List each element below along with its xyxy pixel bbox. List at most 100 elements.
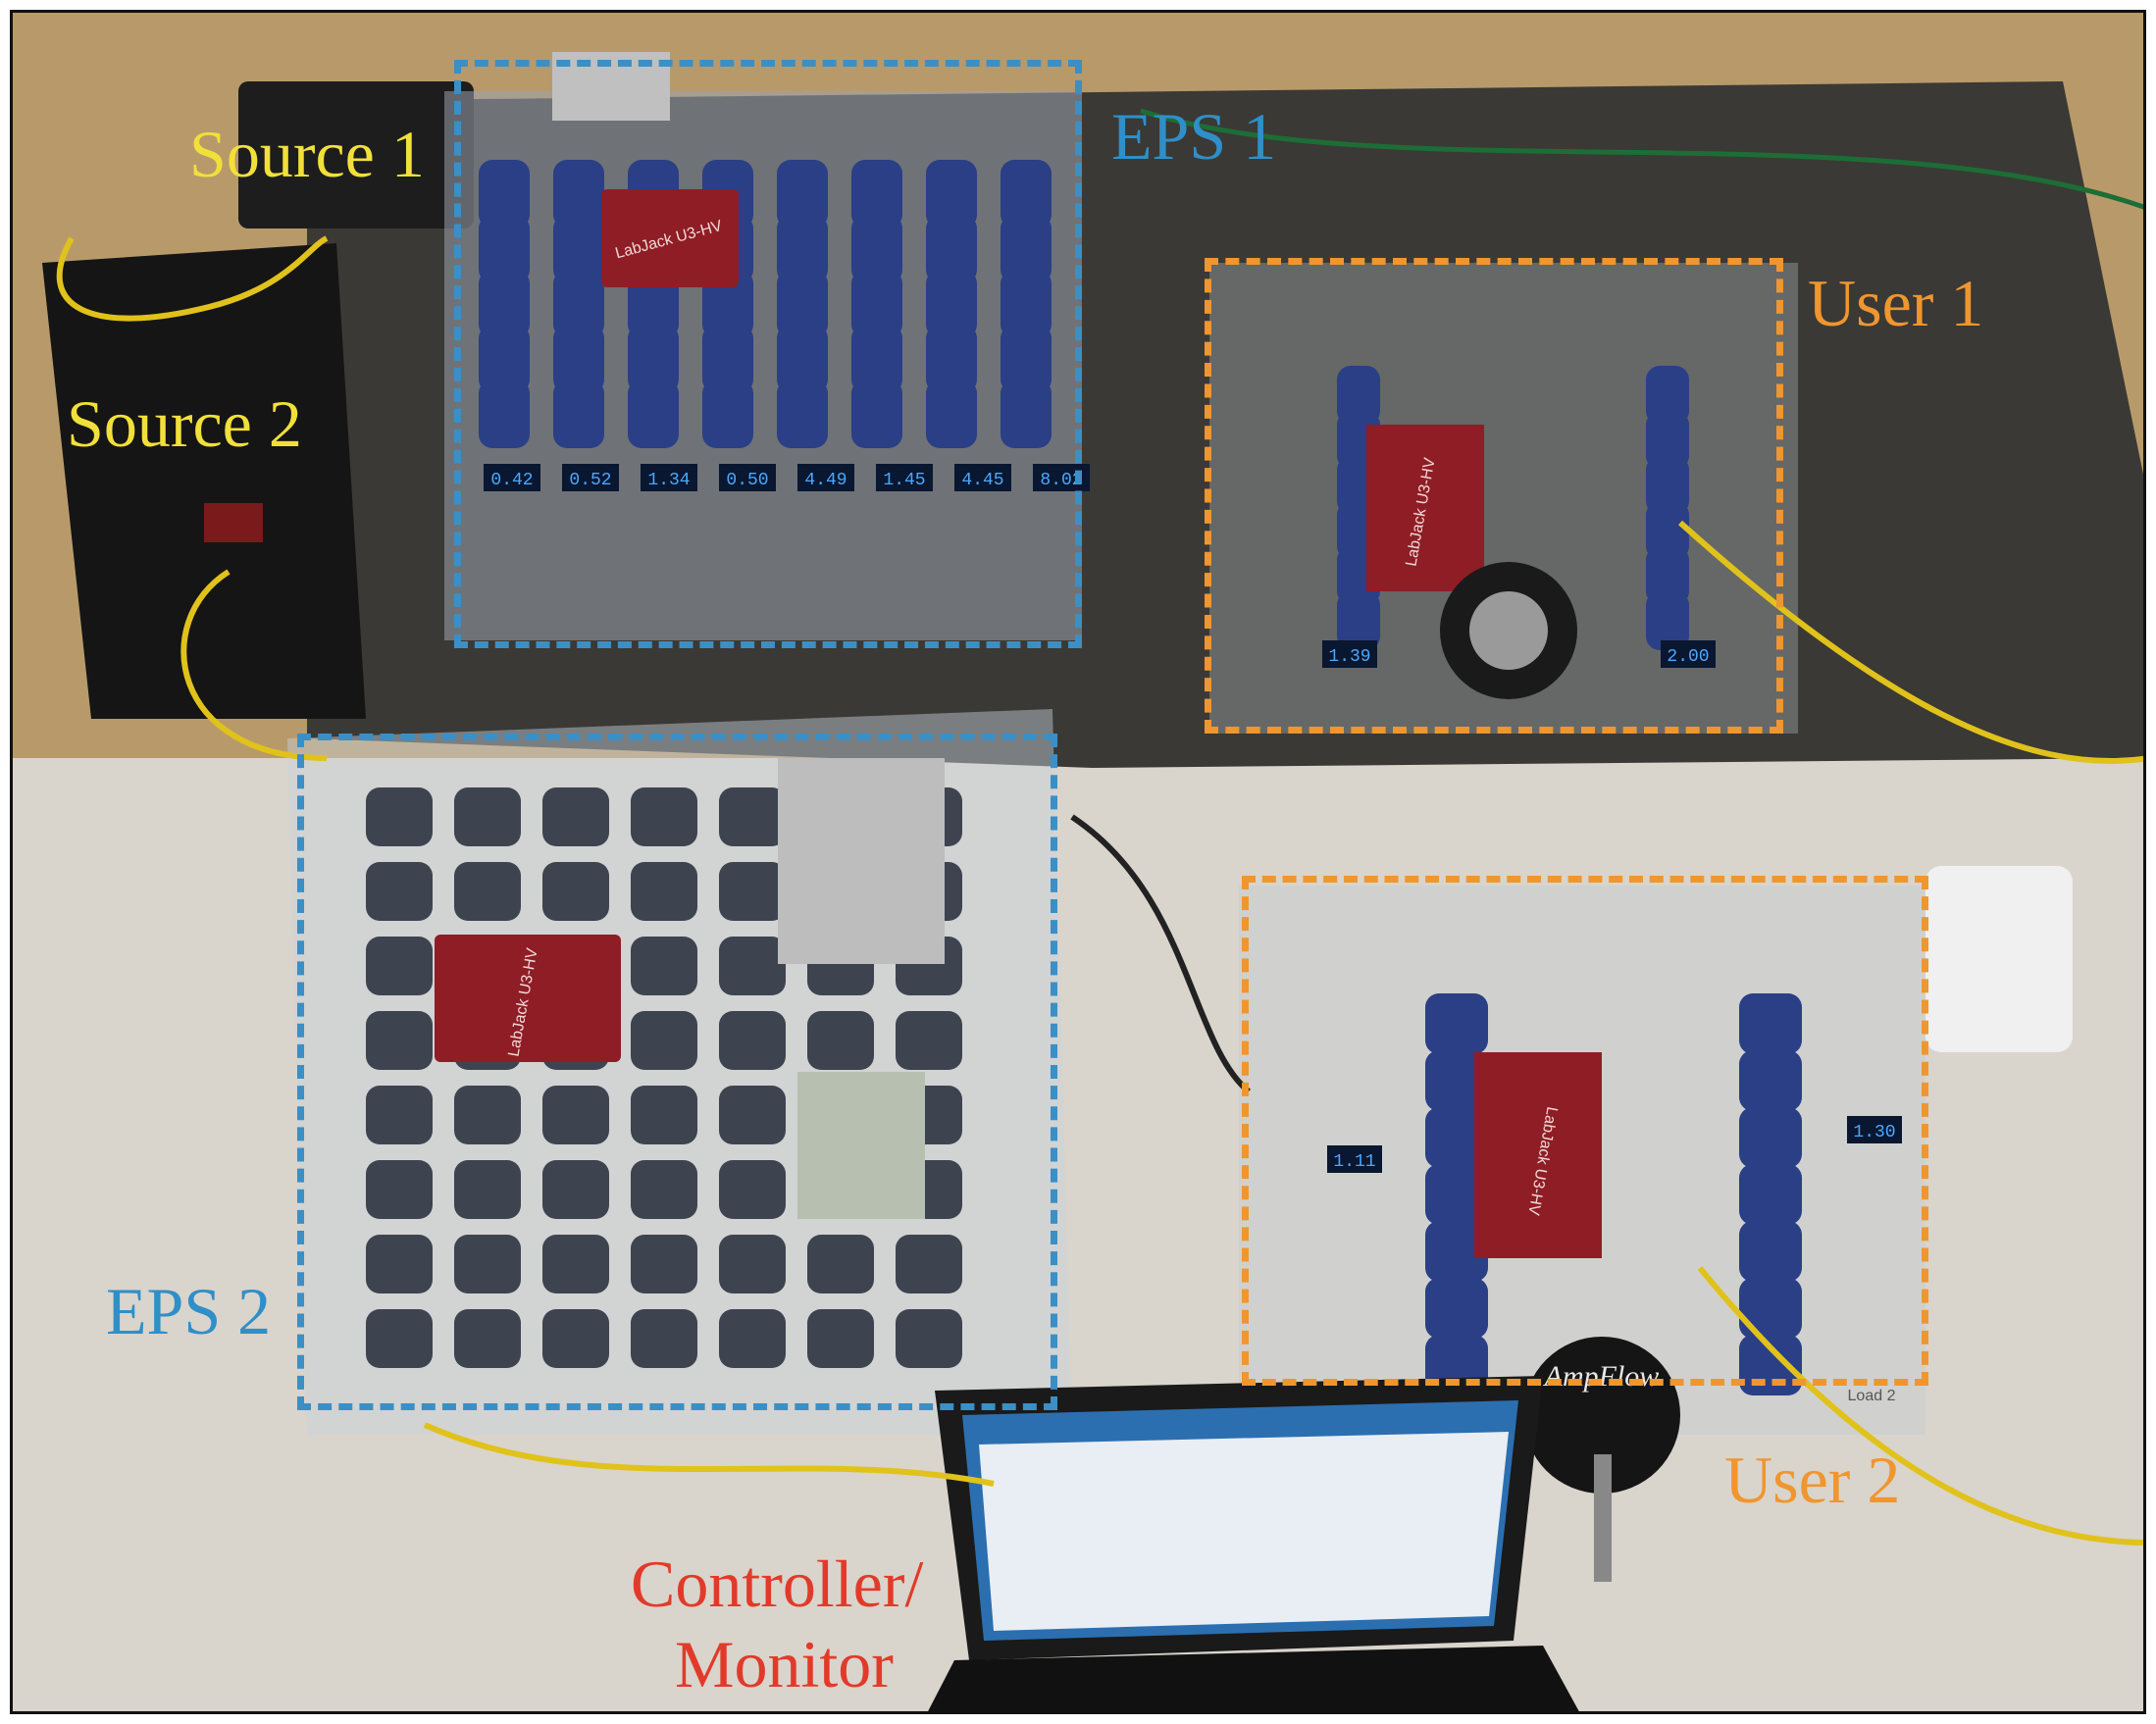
yellow-wire — [56, 235, 329, 322]
controller-label-line2: Monitor — [675, 1627, 894, 1701]
capacitor-icon — [896, 1011, 962, 1070]
eps2-power-supply-icon — [778, 758, 945, 964]
capacitor-icon — [553, 270, 604, 338]
user2-daq-icon — [1474, 1052, 1602, 1258]
eps1-readout: 8.02 — [1040, 471, 1082, 490]
capacitor-icon — [479, 270, 530, 338]
capacitor-icon — [479, 160, 530, 228]
capacitor-icon — [628, 325, 679, 393]
capacitor-icon — [631, 1309, 697, 1368]
laptop-keyboard — [928, 1646, 1579, 1711]
capacitor-icon — [366, 1086, 433, 1144]
eps1-daq-icon — [601, 189, 739, 287]
user2-highlight-box — [1242, 876, 1928, 1386]
user-1-label: User 1 — [1808, 266, 1984, 340]
eps1-display-bezel — [954, 464, 1011, 491]
user2-capacitor-bank — [1425, 993, 1802, 1395]
capacitor-icon — [719, 937, 786, 995]
capacitor-icon — [1001, 160, 1052, 228]
capacitor-icon — [896, 1235, 962, 1293]
capacitor-icon — [631, 1011, 697, 1070]
user2-left-readout: 1.11 — [1333, 1152, 1375, 1172]
eps1-display-bezel — [641, 464, 697, 491]
source-2-label: Source 2 — [67, 386, 302, 461]
capacitor-icon — [1739, 1050, 1802, 1111]
capacitor-icon — [479, 325, 530, 393]
capacitor-icon — [454, 1309, 521, 1368]
capacitor-icon — [366, 787, 433, 846]
user2-right-readout: 1.30 — [1853, 1123, 1895, 1142]
capacitor-icon — [542, 862, 609, 921]
capacitor-icon — [553, 325, 604, 393]
capacitor-icon — [1425, 1164, 1488, 1225]
eps1-readout: 0.50 — [726, 471, 768, 490]
capacitor-icon — [719, 1160, 786, 1219]
eps1-readout: 0.42 — [490, 471, 533, 490]
yellow-wire — [180, 569, 328, 761]
capacitor-icon — [1646, 366, 1689, 425]
capacitor-icon — [1646, 456, 1689, 515]
user2-motor-shaft-icon — [1594, 1454, 1612, 1582]
capacitor-icon — [553, 215, 604, 283]
capacitor-icon — [1739, 1221, 1802, 1282]
eps1-display-bezel — [562, 464, 619, 491]
capacitor-icon — [454, 1235, 521, 1293]
capacitor-icon — [454, 1160, 521, 1219]
capacitor-icon — [777, 160, 828, 228]
capacitor-icon — [851, 215, 902, 283]
capacitor-icon — [1739, 1164, 1802, 1225]
eps1-display-bezel — [797, 464, 854, 491]
capacitor-icon — [851, 160, 902, 228]
capacitor-icon — [631, 787, 697, 846]
user1-daq-icon — [1366, 425, 1484, 591]
source-1-label: Source 1 — [189, 117, 425, 191]
capacitor-icon — [553, 380, 604, 448]
battery-terminal-icon — [204, 503, 263, 542]
capacitor-icon — [926, 160, 977, 228]
capacitor-icon — [807, 1309, 874, 1368]
capacitor-icon — [719, 1011, 786, 1070]
capacitor-icon — [1337, 591, 1380, 650]
capacitor-icon — [926, 325, 977, 393]
capacitor-icon — [454, 862, 521, 921]
eps1-readout: 1.34 — [647, 471, 690, 490]
capacitor-icon — [479, 215, 530, 283]
capacitor-icon — [896, 1309, 962, 1368]
eps1-display-bezel — [484, 464, 540, 491]
capacitor-icon — [366, 1160, 433, 1219]
capacitor-icon — [807, 1011, 874, 1070]
user1-capacitor-bank — [1337, 366, 1689, 650]
capacitor-icon — [1646, 591, 1689, 650]
eps1-display-bezel — [876, 464, 933, 491]
capacitor-icon — [366, 1235, 433, 1293]
user2-displays: 1.11 1.30 — [1327, 1116, 1902, 1173]
capacitor-icon — [628, 380, 679, 448]
capacitor-icon — [366, 862, 433, 921]
capacitor-icon — [851, 380, 902, 448]
capacitor-icon — [454, 787, 521, 846]
capacitor-icon — [1425, 1050, 1488, 1111]
eps1-readout: 4.45 — [961, 471, 1003, 490]
capacitor-icon — [553, 160, 604, 228]
capacitor-icon — [719, 787, 786, 846]
capacitor-icon — [631, 1160, 697, 1219]
capacitor-icon — [1001, 270, 1052, 338]
controller-label-line1: Controller/ — [631, 1547, 924, 1621]
capacitor-icon — [719, 1235, 786, 1293]
eps-1-label: EPS 1 — [1111, 99, 1277, 174]
eps1-readout: 4.49 — [804, 471, 847, 490]
capacitor-icon — [851, 270, 902, 338]
capacitor-icon — [1739, 1107, 1802, 1168]
capacitor-icon — [542, 1235, 609, 1293]
capacitor-icon — [366, 1011, 433, 1070]
motor-brand-label: AmpFlow — [1543, 1360, 1660, 1393]
capacitor-icon — [631, 1086, 697, 1144]
eps2-highlight-box — [297, 734, 1057, 1410]
capacitor-icon — [542, 1086, 609, 1144]
capacitor-icon — [366, 1309, 433, 1368]
capacitor-icon — [926, 215, 977, 283]
capacitor-icon — [542, 787, 609, 846]
